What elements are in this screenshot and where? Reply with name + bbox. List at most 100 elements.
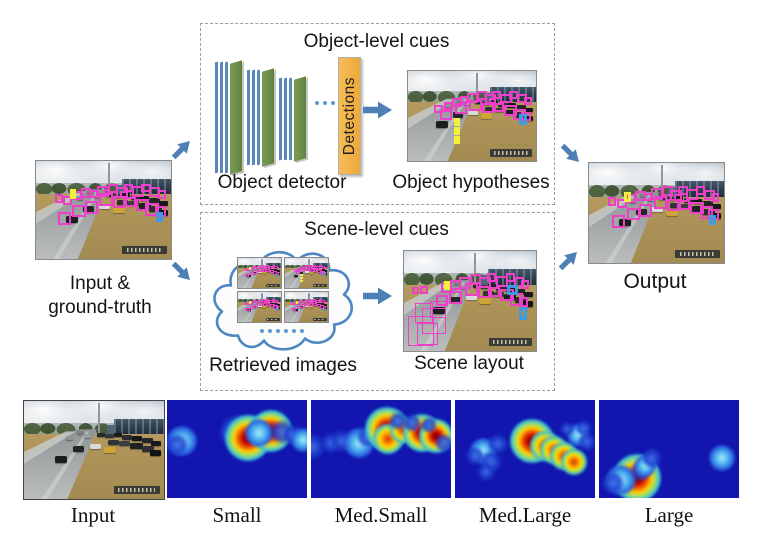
car — [454, 282, 460, 285]
cloud-ellipsis-dots-icon — [260, 329, 304, 333]
bounding-box — [448, 291, 463, 304]
bounding-box — [455, 103, 467, 115]
timestamp-overlay — [488, 338, 533, 346]
bounding-box — [709, 215, 716, 225]
bounding-box — [249, 300, 252, 304]
bounding-box — [311, 301, 315, 304]
heat-blob — [245, 419, 274, 448]
bounding-box — [318, 298, 322, 302]
bounding-box — [617, 199, 627, 208]
bounding-box — [464, 283, 478, 296]
output-image — [588, 162, 725, 264]
car — [262, 306, 267, 308]
car — [150, 450, 162, 456]
buildings — [265, 263, 281, 269]
bounding-box — [84, 201, 99, 214]
bounding-box — [302, 301, 305, 304]
bounding-box — [276, 307, 279, 311]
car — [108, 440, 120, 446]
car — [452, 112, 464, 118]
bounding-box — [125, 197, 136, 208]
car — [640, 194, 646, 197]
car — [710, 213, 722, 219]
car — [523, 116, 534, 122]
car — [138, 203, 151, 209]
heat-blob — [388, 411, 407, 430]
bounding-box — [252, 266, 256, 270]
bounding-box — [265, 264, 269, 268]
mast-pole — [473, 253, 476, 284]
car — [141, 438, 153, 444]
car — [127, 201, 139, 207]
car — [505, 109, 517, 116]
output-label: Output — [623, 270, 687, 293]
bounding-box — [293, 269, 297, 273]
bounding-box — [266, 298, 270, 302]
car — [157, 210, 169, 216]
bounding-box — [482, 102, 494, 114]
bounding-box — [521, 280, 530, 289]
input-ground-truth-label: Input & ground-truth — [18, 272, 182, 320]
mast-pole — [260, 292, 263, 302]
retrieved-image-1 — [237, 257, 282, 289]
bounding-box — [276, 273, 279, 277]
retrieved-images-label: Retrieved images — [209, 355, 357, 376]
bounding-box — [276, 267, 280, 270]
object-hypotheses-image — [407, 70, 537, 162]
bounding-box — [255, 267, 258, 270]
car — [496, 286, 506, 291]
bounding-box — [157, 190, 166, 200]
tree-line — [36, 182, 171, 195]
car — [262, 272, 267, 274]
bounding-box — [291, 302, 294, 305]
car — [89, 444, 101, 449]
car — [691, 206, 704, 212]
mast-pole — [660, 165, 663, 196]
bounding-box — [322, 272, 325, 276]
bounding-box — [266, 269, 270, 273]
detections-label: Detections — [340, 76, 358, 156]
timestamp-overlay — [675, 250, 720, 258]
bounding-box — [638, 204, 653, 217]
bounding-box — [271, 264, 275, 268]
timestamp-overlay — [312, 284, 327, 287]
heat-blob — [420, 416, 437, 433]
bounding-box — [489, 287, 501, 297]
bounding-box — [258, 301, 263, 306]
bounding-box — [297, 268, 301, 271]
bounding-box — [296, 305, 301, 310]
bounding-box — [626, 208, 641, 220]
buildings — [265, 297, 281, 303]
bounding-box — [454, 126, 461, 135]
car — [309, 272, 314, 274]
car — [680, 204, 692, 209]
heatmap-med-large — [455, 400, 595, 498]
bounding-box — [435, 295, 448, 306]
buildings — [312, 263, 328, 269]
buildings — [312, 297, 328, 303]
car — [466, 295, 477, 300]
arrow-detections-to-hypotheses-icon — [363, 98, 393, 122]
car — [659, 196, 668, 200]
sky — [238, 258, 281, 267]
arrow-scene-cues-to-output-icon — [553, 244, 584, 275]
bounding-box — [244, 302, 247, 305]
car — [484, 107, 496, 112]
bounding-box — [245, 307, 250, 312]
car — [665, 210, 679, 216]
bounding-box — [271, 298, 275, 302]
car — [436, 121, 448, 128]
heat-blob — [488, 434, 509, 455]
car — [309, 306, 314, 308]
bounding-box — [433, 105, 443, 114]
timestamp-overlay — [312, 318, 327, 321]
bounding-box — [313, 264, 317, 268]
bounding-box — [112, 196, 126, 209]
bounding-box — [293, 302, 297, 306]
bounding-box — [244, 273, 250, 278]
bottom-label-med-small: Med.Small — [334, 503, 428, 527]
bounding-box — [309, 268, 314, 273]
bounding-box — [611, 215, 626, 228]
car — [300, 305, 304, 308]
